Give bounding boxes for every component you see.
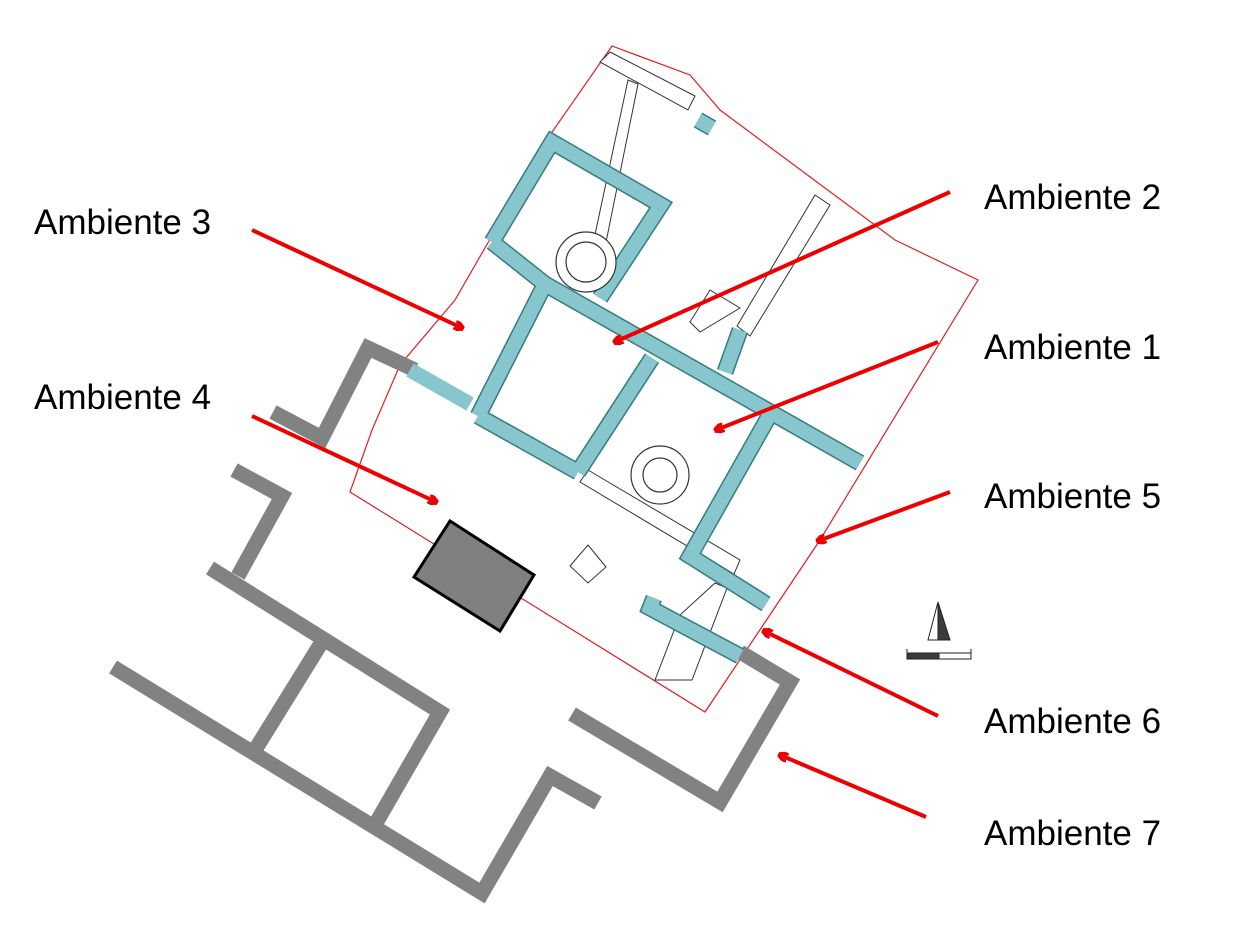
- well-upper: [555, 231, 617, 293]
- foundation-mid-block: [689, 289, 741, 333]
- excavation-boundary: [349, 45, 979, 713]
- teal-fill-room1-right: [680, 414, 775, 610]
- arrow-ambiente-1: [716, 340, 939, 430]
- label-ambiente-1: Ambiente 1: [984, 328, 1162, 367]
- grey-wall-divider: [248, 641, 327, 754]
- label-ambiente-4: Ambiente 4: [34, 378, 212, 417]
- pointer-arrows: [251, 190, 951, 819]
- scale-bar-icon: [906, 649, 972, 660]
- grey-wall-upper-left: [269, 338, 419, 449]
- teal-wall-light-segment: [406, 363, 474, 411]
- teal-fill-room2-left: [471, 280, 552, 420]
- arrow-ambiente-2: [615, 190, 951, 342]
- teal-fill-room1-stub: [718, 327, 747, 375]
- grey-walls: [109, 338, 801, 904]
- arrow-ambiente-4: [251, 414, 436, 502]
- well-lower: [630, 445, 690, 505]
- arrow-ambiente-7: [780, 755, 927, 819]
- label-ambiente-6: Ambiente 6: [984, 702, 1162, 741]
- grey-wall-main-long: [206, 561, 451, 834]
- grey-wall-left-l: [230, 463, 293, 580]
- dark-block: [411, 518, 537, 634]
- teal-fill-room3-frame: [485, 132, 671, 302]
- label-ambiente-3: Ambiente 3: [34, 203, 212, 242]
- label-ambiente-2: Ambiente 2: [984, 178, 1162, 217]
- north-arrow-icon: [927, 601, 951, 641]
- foundation-top-bar: [599, 51, 696, 111]
- label-ambiente-5: Ambiente 5: [984, 477, 1162, 516]
- grey-wall-right: [568, 645, 801, 813]
- grey-wall-bottom-long: [109, 660, 602, 904]
- teal-fill-lower: [641, 595, 744, 663]
- teal-fill-small-square: [694, 113, 716, 135]
- teal-fill-room2-bottom: [474, 409, 582, 479]
- arrow-ambiente-5: [818, 490, 951, 541]
- small-square: [569, 544, 607, 584]
- arrow-ambiente-6: [764, 631, 939, 718]
- arrow-ambiente-3: [251, 228, 462, 328]
- teal-fill-room2-right: [572, 354, 658, 476]
- label-ambiente-7: Ambiente 7: [984, 814, 1162, 853]
- excavated-walls-fill: [471, 113, 864, 663]
